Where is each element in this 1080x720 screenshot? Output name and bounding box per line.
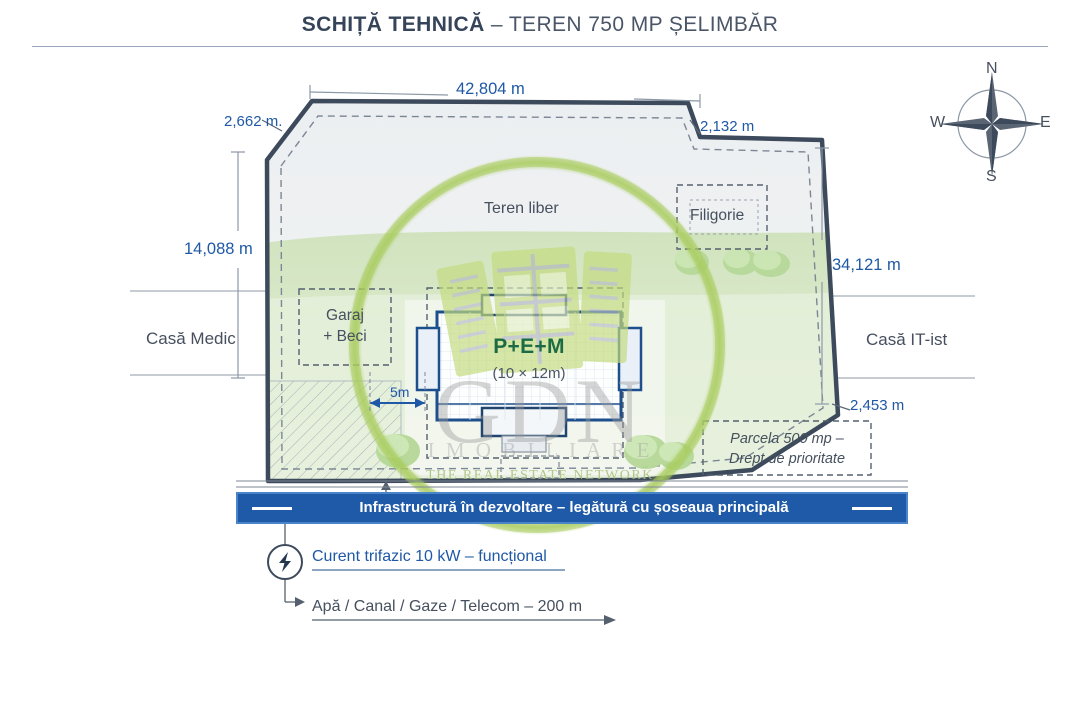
page-title-strong: SCHIȚĂ TEHNICĂ: [301, 13, 485, 36]
watermark-tagline: THE REAL ESTATE NETWORK: [426, 468, 654, 483]
road-connectors: [284, 481, 616, 625]
dimension-top-left: 2,662 m.: [224, 113, 283, 130]
power-supply-label: Curent trifazic 10 kW – funcțional: [312, 548, 547, 565]
compass-east-label: E: [1040, 114, 1051, 131]
watermark: [347, 155, 727, 535]
neighbour-right-label: Casă IT-ist: [866, 330, 948, 349]
dimension-left: 14,088 m: [184, 240, 253, 258]
dimension-bottom-right: 2,453 m: [850, 397, 905, 414]
house-size-label: (10 × 12m): [492, 365, 566, 382]
road-dash-right: [852, 507, 892, 510]
neighbour-left-lines: [130, 290, 268, 376]
compass-north-label: N: [986, 60, 998, 77]
dimension-setback: 5m: [390, 384, 410, 400]
neighbour-left-label: Casă Medic: [146, 329, 236, 348]
garage-label-line2: + Beci: [323, 328, 367, 345]
lightning-bolt-icon: [267, 544, 303, 580]
compass-west-label: W: [930, 114, 946, 131]
watermark-subtitle: I M O B I L I A R E: [427, 438, 653, 462]
title-divider: [32, 46, 1048, 47]
neighbour-right-lines: [826, 295, 975, 379]
utilities-label: Apă / Canal / Gaze / Telecom – 200 m: [312, 598, 583, 615]
dimension-top-right: 2,132 m: [700, 118, 755, 135]
watermark-brand: GDN: [434, 360, 646, 462]
gazebo-inner-box: [689, 199, 759, 235]
garage-label-line1: Garaj: [326, 307, 364, 324]
dimension-lines: [231, 85, 851, 411]
dimension-top: 42,804 m: [456, 80, 525, 98]
parcel-box: [702, 420, 872, 476]
gazebo-label: Filigorie: [690, 207, 745, 224]
ground-lines: [236, 480, 908, 488]
page-title: SCHIȚĂ TEHNICĂ – TEREN 750 MP ȘELIMBĂR: [0, 0, 1080, 48]
parcel-label-line2: Drept de prioritate: [728, 451, 846, 467]
infrastructure-road-label: Infrastructură în dezvoltare – legătură …: [359, 499, 789, 516]
compass-south-label: S: [986, 168, 997, 185]
setback-boundary: [280, 115, 824, 470]
dimension-right: 34,121 m: [832, 256, 901, 274]
house-type-label: P+E+M: [493, 335, 565, 358]
parcel-label-line1: Parcela 500 mp –: [730, 431, 844, 447]
road-dash-left: [252, 507, 292, 510]
compass-rose: [940, 72, 1044, 176]
setback-dimension: [369, 372, 426, 412]
free-land-label: Teren liber: [484, 200, 559, 217]
page-title-rest: – TEREN 750 MP ȘELIMBĂR: [484, 13, 779, 36]
infrastructure-road-bar: Infrastructură în dezvoltare – legătură …: [236, 492, 908, 524]
